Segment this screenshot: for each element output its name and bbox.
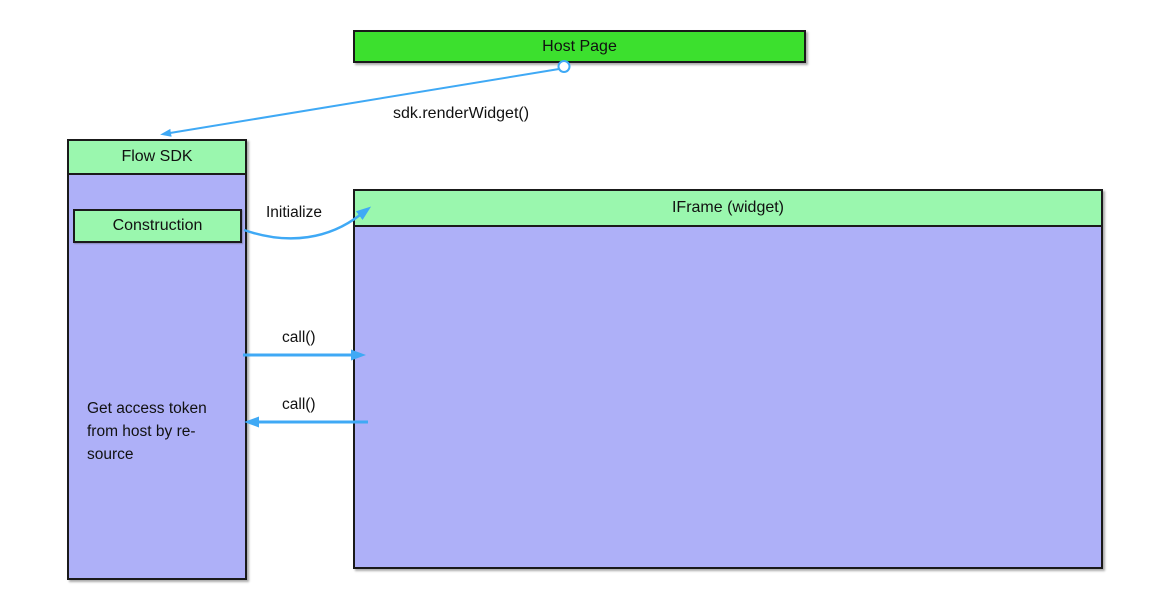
edge-label-initialize: Initialize <box>266 204 322 221</box>
edge-label-call-to-sdk: call() <box>282 396 316 413</box>
note-line-2: from host by re- <box>87 423 196 440</box>
iframe-widget-label: IFrame (widget) <box>671 199 785 216</box>
host-page-label: Host Page <box>542 37 617 55</box>
edge-label-call-to-iframe: call() <box>282 329 316 346</box>
node-host-page: Host Page <box>353 30 806 63</box>
edge-label-render-widget: sdk.renderWidget() <box>393 105 530 122</box>
node-flow-sdk: Flow SDK <box>67 139 247 580</box>
node-construction: Construction <box>73 209 242 243</box>
flow-sdk-label: Flow SDK <box>121 148 193 165</box>
iframe-widget-header: IFrame (widget) <box>355 191 1101 227</box>
flow-sdk-header: Flow SDK <box>69 141 245 175</box>
construction-label: Construction <box>112 217 203 234</box>
note-line-3: source <box>87 446 134 463</box>
flow-sdk-note: Get access token from host by re- source <box>87 397 239 466</box>
node-iframe-widget: IFrame (widget) <box>353 189 1103 569</box>
note-line-1: Get access token <box>87 400 207 417</box>
